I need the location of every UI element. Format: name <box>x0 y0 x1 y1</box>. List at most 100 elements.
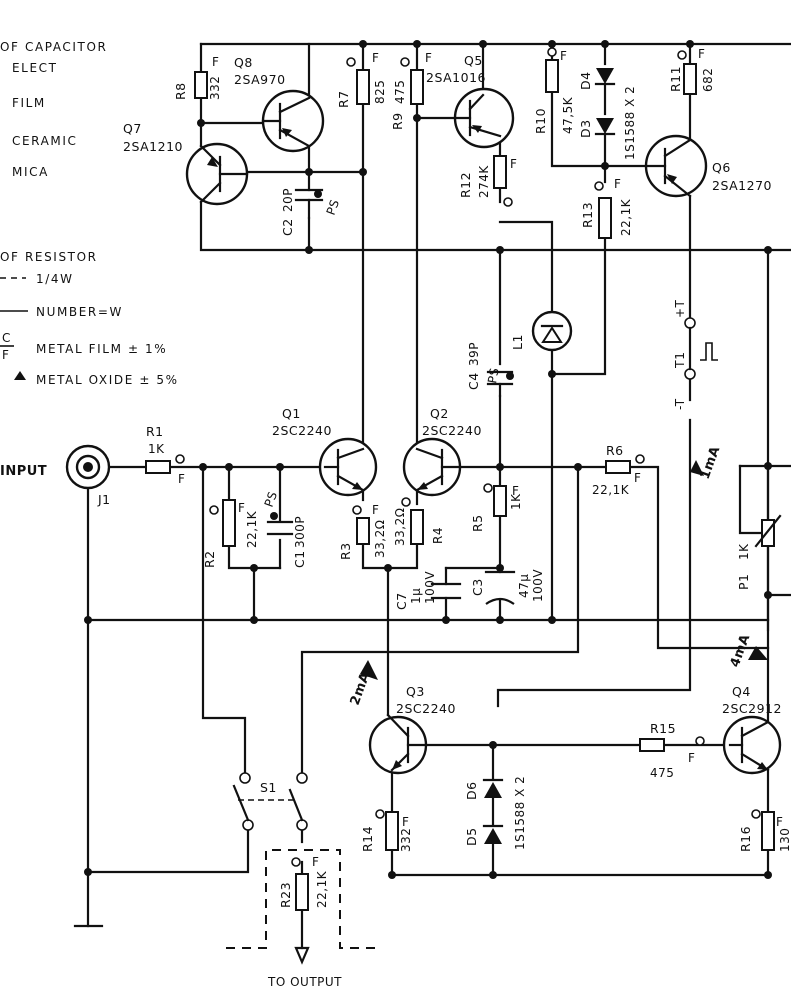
r23-value: 22,1K <box>315 870 329 908</box>
resistor-r13: R13 22,1K F <box>580 177 633 239</box>
transistor-q7: Q7 2SA1210 <box>123 121 249 206</box>
resistor-r3: R3 33,2Ω F <box>338 503 387 560</box>
r14-ref: R14 <box>360 826 375 852</box>
current-q4: 4mA <box>728 632 754 669</box>
r2-value: 22,1K <box>245 510 259 548</box>
r6-value: 22,1K <box>592 483 630 497</box>
capacitor-c7: C7 1µ 100V <box>394 571 462 610</box>
transistor-q8: Q8 2SA970 <box>234 55 325 153</box>
t1-ref: T1 <box>672 351 687 369</box>
current-q3: 2mA <box>348 670 374 707</box>
p1-ref: P1 <box>736 574 751 591</box>
r13-value: 22,1K <box>619 198 633 236</box>
resistor-r14: R14 332 F <box>360 809 413 852</box>
r5-tol: F <box>512 484 519 498</box>
diode-d5: D5 <box>464 824 504 846</box>
q8-ref: Q8 <box>234 55 253 70</box>
resistor-r1: R1 1K F <box>145 424 185 486</box>
r2-tol: F <box>238 501 245 515</box>
r9-tol: F <box>425 51 432 65</box>
resistor-r8: R8 332 F <box>173 55 222 100</box>
capacitor-c1: C1 300P PS <box>262 489 307 568</box>
diode-d3: D3 <box>578 118 616 138</box>
q2-ref: Q2 <box>430 406 449 421</box>
q6-part: 2SA1270 <box>712 178 772 193</box>
resistor-r9: R9 475 F <box>390 51 432 130</box>
transistor-q4: Q4 2SC2912 <box>722 684 781 775</box>
output-label: TO OUTPUT <box>267 975 342 989</box>
d56-part: 1S1588 X 2 <box>513 776 527 850</box>
resistor-r2: R2 22,1K F <box>202 499 259 568</box>
potentiometer-p1: P1 1K <box>736 514 782 591</box>
r3-tol: F <box>372 503 379 517</box>
d3-ref: D3 <box>578 119 593 138</box>
r14-value: 332 <box>399 828 413 852</box>
legend-cap-ceramic: CERAMIC <box>12 134 78 148</box>
r15-tol: F <box>688 751 695 765</box>
q2-part: 2SC2240 <box>422 423 482 438</box>
legend-metal-film-mark-c: C <box>2 331 11 345</box>
c7-voltage: 100V <box>423 571 437 604</box>
d6-ref: D6 <box>464 781 479 800</box>
c7-ref: C7 <box>394 592 409 610</box>
d4-ref: D4 <box>578 71 593 90</box>
input-label: INPUT <box>0 464 47 479</box>
output-block: TO OUTPUT <box>226 849 378 989</box>
q5-part: 2SA1016 <box>426 70 486 85</box>
legend-cap-elect: ELECT <box>12 61 58 75</box>
r8-tol: F <box>212 55 219 69</box>
transistor-q2: Q2 2SC2240 <box>402 406 482 497</box>
capacitor-c2: C2 20P PS <box>280 188 342 236</box>
legend-resistor-title: OF RESISTOR <box>0 250 98 264</box>
resistor-r15: R15 475 F <box>639 721 705 780</box>
diode-d6: D6 <box>464 778 504 800</box>
r7-tol: F <box>372 51 379 65</box>
q8-part: 2SA970 <box>234 72 286 87</box>
led-l1: L1 <box>510 310 573 352</box>
r6-ref: R6 <box>606 443 624 458</box>
r7-value: 825 <box>373 80 387 104</box>
c4-value: 39P <box>467 342 481 366</box>
r5-value: 1K <box>509 493 523 510</box>
d5-ref: D5 <box>464 827 479 846</box>
legend: OF CAPACITOR ELECT FILM CERAMIC MICA OF … <box>0 40 179 387</box>
r7-ref: R7 <box>336 90 351 108</box>
r11-value: 682 <box>701 68 715 92</box>
c4-type: PS <box>485 366 502 384</box>
legend-cap-mica: MICA <box>12 165 49 179</box>
transistor-q5: Q5 2SA1016 <box>426 53 515 149</box>
s1-ref: S1 <box>260 780 277 795</box>
resistor-r11: R11 682 F <box>668 47 715 95</box>
r9-value: 475 <box>393 80 407 104</box>
input-jack-j1: INPUT J1 <box>0 444 111 507</box>
c2-type: PS <box>324 197 343 217</box>
legend-res-number-w: NUMBER=W <box>36 305 123 319</box>
q1-part: 2SC2240 <box>272 423 332 438</box>
r14-tol: F <box>402 815 409 829</box>
r11-ref: R11 <box>668 66 683 92</box>
q6-ref: Q6 <box>712 160 731 175</box>
r5-ref: R5 <box>470 514 485 532</box>
junction-dots <box>84 40 772 879</box>
diode-d4: D4 <box>578 68 616 90</box>
r16-tol: F <box>776 815 783 829</box>
switch-s1: S1 <box>232 772 308 831</box>
r8-ref: R8 <box>173 82 188 100</box>
c1-ref: C1 <box>292 550 307 568</box>
j1-ref: J1 <box>97 492 111 507</box>
wiring <box>73 42 791 950</box>
r1-tol: F <box>178 472 185 486</box>
r3-value: 33,2Ω <box>373 520 387 558</box>
r15-ref: R15 <box>650 721 676 736</box>
r10-tol: F <box>560 49 567 63</box>
legend-capacitor-title: OF CAPACITOR <box>0 40 107 54</box>
current-p1: 1mA <box>698 444 724 481</box>
resistor-r6: R6 22,1K F <box>592 443 645 497</box>
q4-ref: Q4 <box>732 684 751 699</box>
c3-ref: C3 <box>470 578 485 596</box>
q1-ref: Q1 <box>282 406 301 421</box>
r10-value: 47,5K <box>561 96 575 134</box>
r12-tol: F <box>510 157 517 171</box>
legend-res-metal-oxide: METAL OXIDE ± 5% <box>36 373 179 387</box>
